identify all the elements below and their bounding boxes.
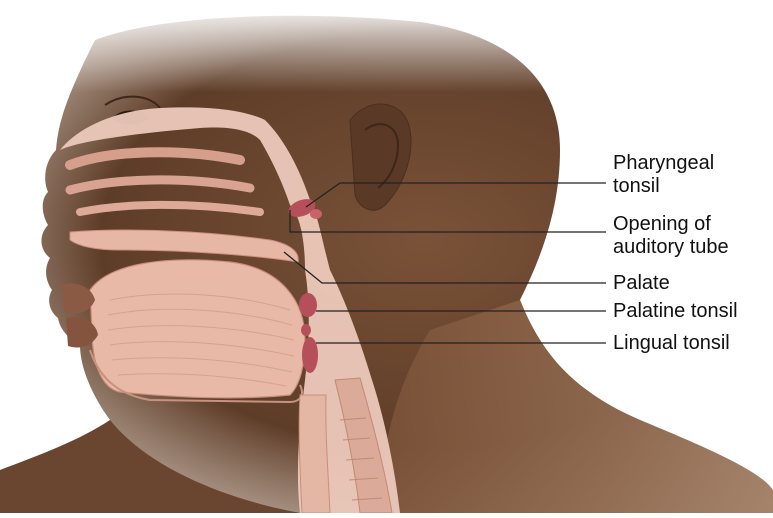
label-lingual-tonsil: Lingual tonsil <box>613 332 730 355</box>
label-palate: Palate <box>613 272 670 295</box>
label-palatine-tonsil: Palatine tonsil <box>613 300 738 323</box>
label-opening-auditory-tube-line2: auditory tube <box>613 236 729 259</box>
label-opening-auditory-tube: Opening of auditory tube <box>613 213 729 259</box>
label-pharyngeal-tonsil-line2: tonsil <box>613 175 714 198</box>
label-pharyngeal-tonsil: Pharyngeal tonsil <box>613 152 714 198</box>
label-pharyngeal-tonsil-line1: Pharyngeal <box>613 152 714 175</box>
label-opening-auditory-tube-line1: Opening of <box>613 213 729 236</box>
